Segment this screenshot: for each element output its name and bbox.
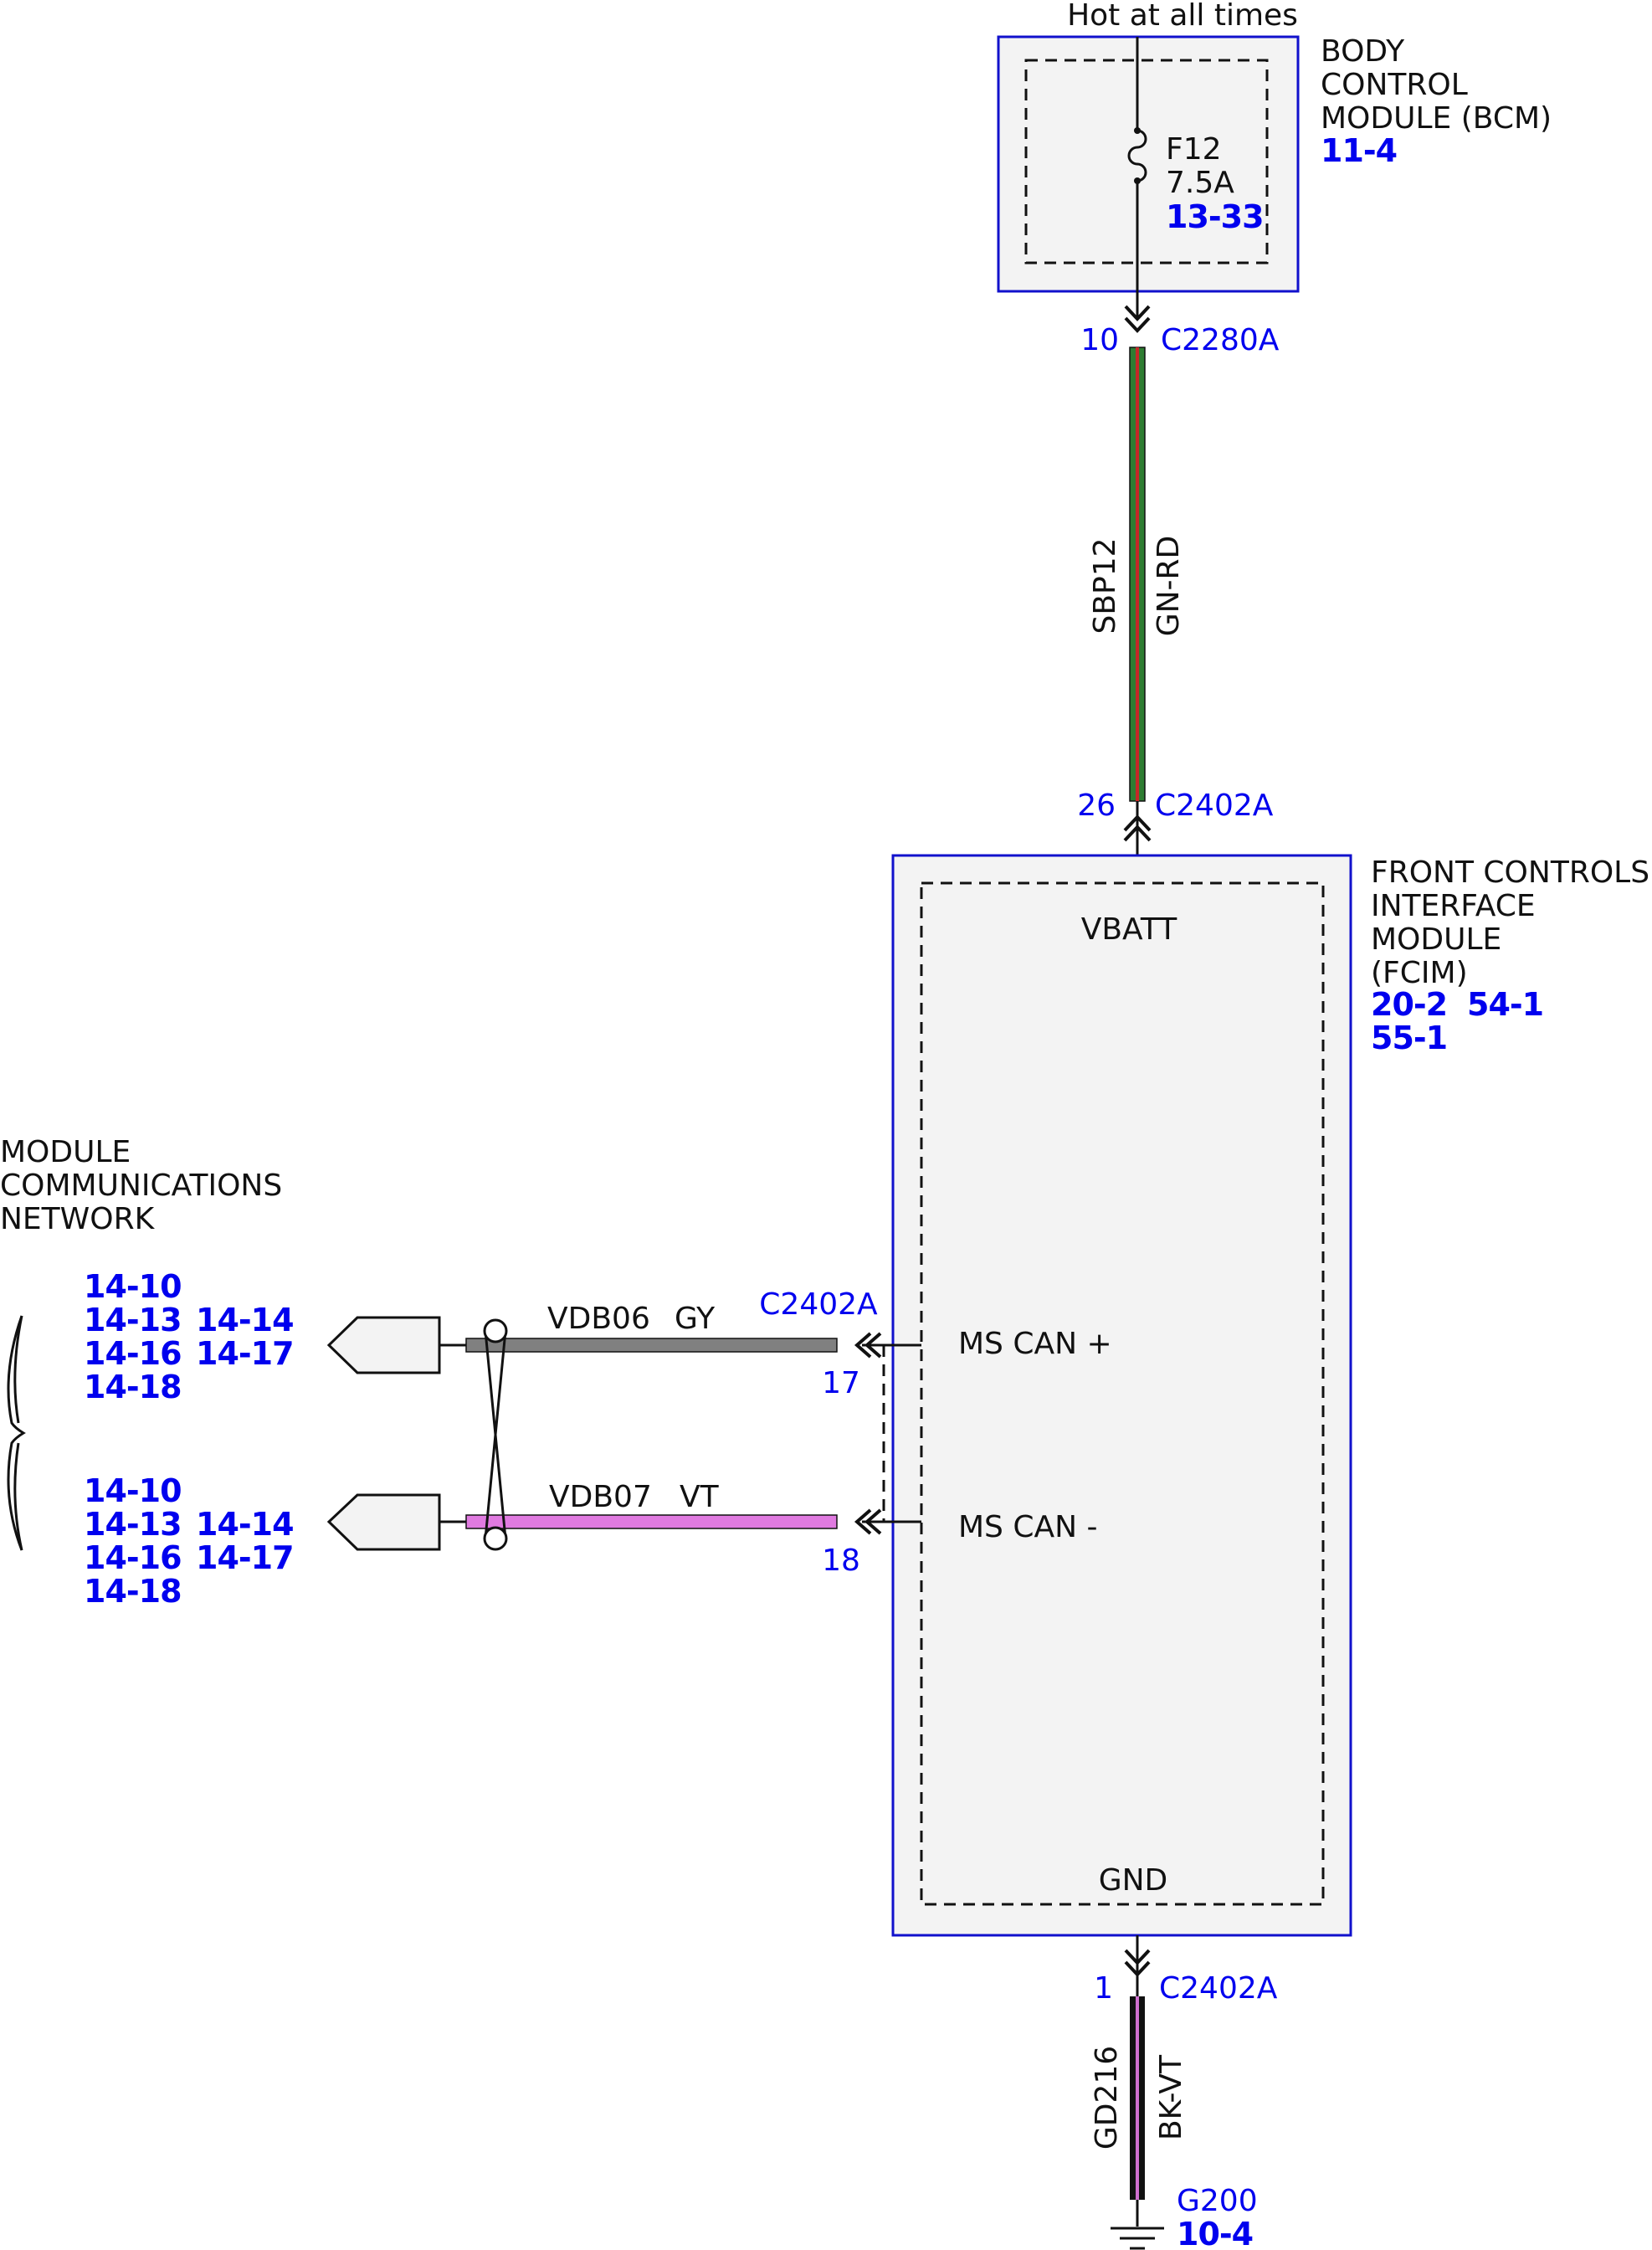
bcm-ref-link[interactable]: 11-4	[1321, 132, 1398, 169]
network-upper-ref-6[interactable]: 14-18	[84, 1369, 182, 1405]
fuse-terminal-top	[1134, 127, 1141, 134]
can-minus-wire	[465, 1514, 838, 1529]
bcm-box	[997, 35, 1300, 293]
power-wire-color-code: GN-RD	[1152, 536, 1186, 637]
can-plus-offpage-arrow[interactable]	[326, 1316, 441, 1374]
c2402a-bottom-connector-name: C2402A	[1159, 1971, 1278, 2006]
fcim-pin-gnd: GND	[1099, 1863, 1168, 1898]
bcm-name-line-2: CONTROL	[1321, 68, 1468, 102]
can-plus-color-code: GY	[675, 1302, 716, 1336]
network-title-line-2: COMMUNICATIONS	[0, 1169, 282, 1203]
fcim-internal-boundary	[920, 881, 1325, 1906]
network-brace-inner	[13, 1315, 23, 1551]
fcim-ref-link-1[interactable]: 20-2	[1371, 986, 1448, 1023]
can-minus-color-code: VT	[680, 1480, 720, 1514]
c2402a-top-pin: 26	[1077, 789, 1116, 823]
c2402a-bottom-connector-symbol	[1124, 1949, 1151, 1965]
ground-name: G200	[1177, 2184, 1258, 2218]
fcim-pin-vbatt: VBATT	[1081, 912, 1178, 947]
network-brace	[7, 1315, 26, 1551]
fcim-module	[891, 854, 1352, 1937]
network-lower-ref-1[interactable]: 14-10	[84, 1472, 182, 1509]
network-upper-ref-1[interactable]: 14-10	[84, 1268, 182, 1305]
fuse-rating: 7.5A	[1166, 166, 1234, 200]
bcm-module	[997, 35, 1300, 293]
ground-wire-stripe	[1136, 1996, 1139, 2200]
c2280a-connector-name: C2280A	[1161, 323, 1280, 357]
fuse-symbol	[1127, 129, 1147, 182]
fcim-pin-can-minus: MS CAN -	[958, 1510, 1097, 1544]
power-wire-stripe	[1136, 347, 1139, 801]
bcm-name-line-3: MODULE (BCM)	[1321, 101, 1552, 136]
can-plus-connector-symbol	[854, 1332, 872, 1359]
fcim-name-line-4: (FCIM)	[1371, 956, 1468, 990]
network-lower-ref-4[interactable]: 14-16	[84, 1539, 182, 1576]
can-plus-connector-symbol-2	[864, 1332, 882, 1359]
ground-wire	[1130, 1996, 1145, 2200]
network-lower-ref-6[interactable]: 14-18	[84, 1573, 182, 1610]
network-upper-ref-5[interactable]: 14-17	[196, 1335, 295, 1372]
c2280a-connector-symbol	[1124, 305, 1151, 321]
c2402a-can-connector-name: C2402A	[759, 1287, 878, 1322]
network-lower-ref-2[interactable]: 14-13	[84, 1506, 182, 1543]
c2280a-connector-symbol-2	[1124, 316, 1151, 333]
can-plus-wire	[465, 1338, 838, 1353]
can-plus-pin: 17	[822, 1366, 860, 1400]
ground-wire-circuit: GD216	[1090, 2046, 1124, 2150]
power-wire	[1129, 347, 1146, 802]
fuse-ref-link[interactable]: 13-33	[1166, 198, 1265, 235]
fcim-name-line-3: MODULE	[1371, 922, 1501, 957]
fcim-name-line-2: INTERFACE	[1371, 889, 1536, 923]
supply-label: Hot at all times	[1067, 0, 1298, 33]
c2402a-top-connector-name: C2402A	[1155, 789, 1274, 823]
ground-symbol	[1111, 2200, 1164, 2250]
can-minus-circuit: VDB07	[549, 1480, 652, 1514]
network-upper-ref-3[interactable]: 14-14	[196, 1302, 295, 1338]
network-lower-ref-3[interactable]: 14-14	[196, 1506, 295, 1543]
network-title-line-3: NETWORK	[0, 1202, 156, 1236]
network-upper-ref-4[interactable]: 14-16	[84, 1335, 182, 1372]
network-upper-ref-2[interactable]: 14-13	[84, 1302, 182, 1338]
can-minus-connector-symbol	[854, 1508, 872, 1535]
fcim-box	[891, 854, 1352, 1937]
c2280a-pin: 10	[1080, 323, 1119, 357]
ground-ref-link[interactable]: 10-4	[1177, 2216, 1254, 2250]
c2402a-bottom-connector-symbol-2	[1124, 1960, 1151, 1977]
c2402a-bottom-pin: 1	[1094, 1971, 1113, 2006]
network-title-line-1: MODULE	[0, 1135, 131, 1169]
fuse-name: F12	[1166, 132, 1222, 167]
can-plus-circuit: VDB06	[547, 1302, 650, 1336]
ground-wire-color-code: BK-VT	[1154, 2054, 1188, 2140]
can-minus-connector-symbol-2	[864, 1508, 882, 1535]
fcim-name-line-1: FRONT CONTROLS	[1371, 855, 1649, 890]
fcim-pin-can-plus: MS CAN +	[958, 1327, 1112, 1361]
power-wire-circuit: SBP12	[1088, 537, 1122, 634]
twisted-pair-symbol	[483, 1318, 508, 1551]
bcm-internal-boundary	[1024, 59, 1269, 265]
bcm-name-line-1: BODY	[1321, 34, 1405, 69]
fcim-ref-link-2[interactable]: 54-1	[1467, 986, 1544, 1023]
can-minus-pin: 18	[822, 1544, 860, 1578]
fcim-ref-link-3[interactable]: 55-1	[1371, 1020, 1448, 1056]
can-minus-offpage-arrow[interactable]	[326, 1493, 441, 1551]
network-lower-ref-5[interactable]: 14-17	[196, 1539, 295, 1576]
